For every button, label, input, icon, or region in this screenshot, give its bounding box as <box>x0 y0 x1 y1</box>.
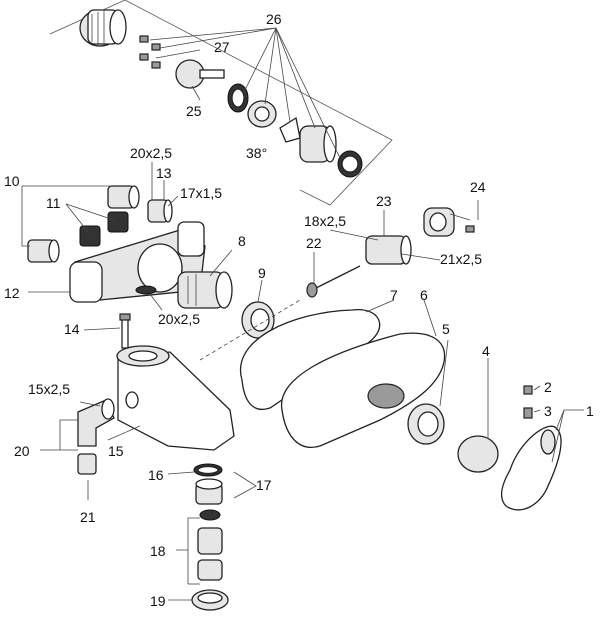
ball-valve-25 <box>175 59 225 89</box>
label-18x25: 18x2,5 <box>304 213 346 229</box>
label-12: 12 <box>4 285 20 301</box>
label-10: 10 <box>4 173 20 189</box>
label-27: 27 <box>214 39 230 55</box>
handle-cap-24 <box>423 207 455 237</box>
o-ring-16 <box>193 463 223 477</box>
label-20x25-top: 20x2,5 <box>130 145 172 161</box>
nut-9 <box>241 301 275 339</box>
trim-ring-4 <box>457 435 499 473</box>
callout-labels: 26 27 25 38° 20x2,5 13 17x1,5 10 11 12 8… <box>4 11 594 609</box>
label-38-degree: 38° <box>246 145 267 161</box>
leader-lines <box>21 162 584 601</box>
label-7: 7 <box>390 287 398 303</box>
label-2: 2 <box>544 379 552 395</box>
elbow-20 <box>77 398 115 447</box>
ring-gasket <box>227 83 249 113</box>
label-19: 19 <box>150 593 166 609</box>
label-22: 22 <box>306 235 322 251</box>
housing-19 <box>191 589 229 611</box>
top-sleeve-part <box>79 9 127 47</box>
label-23: 23 <box>376 193 392 209</box>
label-3: 3 <box>544 403 552 419</box>
label-21: 21 <box>80 509 96 525</box>
aerator-21 <box>77 453 97 475</box>
screw-24 <box>465 225 475 233</box>
label-24: 24 <box>470 179 486 195</box>
label-20x25-lower: 20x2,5 <box>158 311 200 327</box>
part-26-a <box>247 100 277 128</box>
eccentric-11-lower <box>79 225 101 247</box>
label-20: 20 <box>14 443 30 459</box>
set-screw-3 <box>523 407 533 419</box>
label-11: 11 <box>46 195 61 211</box>
label-1: 1 <box>586 403 594 419</box>
label-14: 14 <box>64 321 80 337</box>
part-26-d <box>337 150 363 178</box>
label-6: 6 <box>420 287 428 303</box>
handle-1 <box>500 425 562 511</box>
label-13: 13 <box>156 165 172 181</box>
label-4: 4 <box>482 343 490 359</box>
label-15x25: 15x2,5 <box>28 381 70 397</box>
label-25: 25 <box>186 103 202 119</box>
eccentric-11-upper <box>107 211 129 233</box>
escutcheon-7 <box>239 309 381 410</box>
o-ring-20x25 <box>135 285 157 295</box>
fitting-10-lower <box>27 239 60 263</box>
label-26: 26 <box>266 11 282 27</box>
leaders-26 <box>149 27 341 159</box>
label-15: 15 <box>108 443 124 459</box>
part-26-c <box>299 125 337 163</box>
part-17 <box>195 478 223 505</box>
label-17x15: 17x1,5 <box>180 185 222 201</box>
label-21x25: 21x2,5 <box>440 251 482 267</box>
nut-5 <box>407 403 445 445</box>
label-17: 17 <box>256 477 272 493</box>
label-18: 18 <box>150 543 166 559</box>
check-valve-13 <box>147 199 173 223</box>
aerator-18 <box>197 527 223 581</box>
thermo-cartridge-8 <box>177 271 233 309</box>
label-8: 8 <box>238 233 246 249</box>
label-5: 5 <box>442 321 450 337</box>
screw-14 <box>119 313 131 349</box>
screw-2 <box>523 385 533 395</box>
cartridge-23 <box>365 235 412 265</box>
screws-27 <box>139 35 161 69</box>
fitting-10-upper <box>107 185 140 209</box>
cover-6 <box>281 332 446 448</box>
mixer-body <box>69 221 206 303</box>
screen-18 <box>199 509 221 521</box>
label-16: 16 <box>148 467 164 483</box>
spout-15 <box>116 345 235 451</box>
spindle-22 <box>306 265 361 298</box>
label-9: 9 <box>258 265 266 281</box>
